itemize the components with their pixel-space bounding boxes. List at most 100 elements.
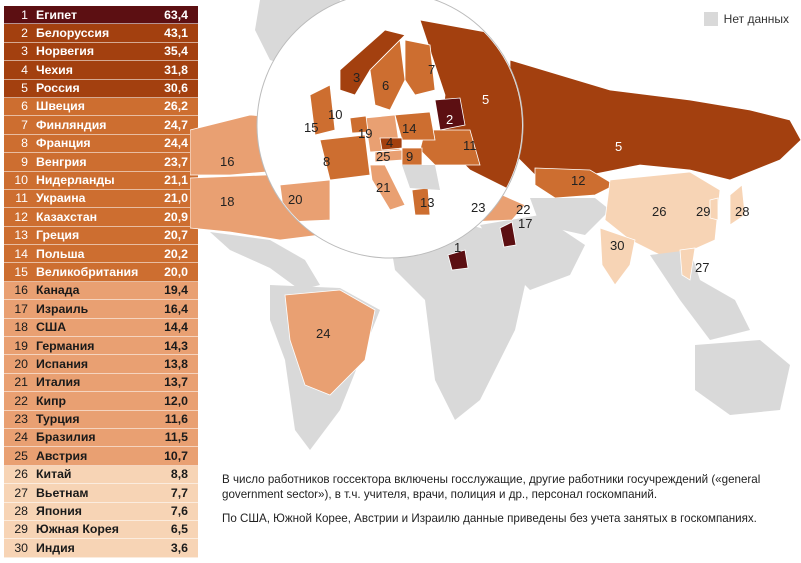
label-brazil: 24 [316, 326, 330, 341]
ranking-rank: 7 [21, 117, 28, 132]
map-labels: 16 18 24 20 1 17 22 23 5 12 26 30 27 29 … [220, 62, 749, 341]
ranking-country: Венгрия [36, 154, 87, 169]
map-australia [695, 340, 790, 415]
ranking-rank: 13 [14, 228, 28, 243]
ranking-country: Греция [36, 228, 80, 243]
map-russia [509, 59, 801, 181]
label-hungary: 9 [406, 149, 413, 164]
ranking-country: Бразилия [36, 430, 96, 445]
ranking-rank: 30 [14, 540, 28, 555]
map-egypt [447, 249, 469, 271]
ranking-country: Россия [36, 81, 80, 96]
ranking-country: США [36, 320, 67, 335]
ranking-value: 13,7 [164, 375, 188, 390]
label-vietnam: 27 [695, 260, 709, 275]
ranking-rank: 2 [21, 25, 28, 40]
footnotes: В число работников госсектора включены г… [222, 472, 792, 535]
label-india: 30 [610, 238, 624, 253]
ranking-rank: 17 [14, 301, 28, 316]
label-egypt: 1 [454, 240, 461, 255]
ranking-rank: 12 [14, 209, 28, 224]
label-germany: 19 [358, 126, 372, 141]
ranking-rank: 6 [21, 99, 28, 114]
ranking-rank: 3 [21, 44, 28, 59]
ranking-value: 21,1 [164, 173, 188, 188]
ranking-rank: 18 [14, 320, 28, 335]
ranking-rank: 15 [14, 264, 28, 279]
label-kazakhstan: 12 [571, 173, 585, 188]
map-korea [709, 197, 719, 221]
ranking-rank: 4 [21, 62, 28, 77]
world-map: 16 18 24 20 1 17 22 23 5 12 26 30 27 29 … [190, 0, 801, 450]
ranking-country: Австрия [36, 448, 88, 463]
ranking-country: Чехия [36, 62, 73, 77]
map-india [599, 227, 636, 286]
label-norway: 3 [353, 70, 360, 85]
map-vietnam [679, 247, 696, 281]
ranking-value: 20,2 [164, 246, 188, 261]
label-belarus: 2 [446, 112, 453, 127]
label-finland: 7 [428, 62, 435, 77]
ranking-country: Норвегия [36, 44, 94, 59]
map-mexico [210, 232, 320, 290]
label-israel: 17 [518, 216, 532, 231]
legend-label: Нет данных [723, 12, 789, 26]
ranking-value: 16,4 [164, 301, 188, 316]
ranking-rank: 26 [14, 467, 28, 482]
ranking-rank: 23 [14, 412, 28, 427]
ranking-country: Польша [36, 246, 85, 261]
ranking-rank: 24 [14, 430, 28, 445]
ranking-value: 20,7 [164, 228, 188, 243]
ranking-rank: 22 [14, 393, 28, 408]
ranking-value: 24,4 [164, 136, 188, 151]
ranking-value: 6,5 [170, 522, 188, 537]
ranking-country: Германия [36, 338, 95, 353]
ranking-value: 3,6 [170, 540, 188, 555]
ranking-value: 20,0 [164, 264, 188, 279]
ranking-country: Финляндия [36, 117, 107, 132]
ranking-country: Украина [36, 191, 86, 206]
inset-netherlands [349, 115, 369, 134]
no-data-swatch [703, 12, 718, 26]
ranking-rank: 29 [14, 522, 28, 537]
ranking-country: Белоруссия [36, 25, 110, 40]
ranking-country: Турция [36, 412, 80, 427]
map-kazakhstan [534, 167, 616, 199]
ranking-rank: 14 [14, 246, 28, 261]
ranking-value: 24,7 [164, 117, 188, 132]
inset-balkans [402, 165, 440, 190]
ranking-rank: 10 [14, 173, 28, 188]
ranking-value: 31,8 [164, 62, 188, 77]
inset-belarus [434, 97, 466, 131]
ranking-value: 19,4 [164, 283, 188, 298]
ranking-value: 21,0 [164, 191, 188, 206]
map-brazil [284, 289, 376, 396]
label-greece: 13 [420, 195, 434, 210]
ranking-rank: 21 [14, 375, 28, 390]
ranking-rank: 8 [21, 136, 28, 151]
label-cyprus: 22 [516, 202, 530, 217]
label-china: 26 [652, 204, 666, 219]
ranking-value: 26,2 [164, 99, 188, 114]
label-usa: 18 [220, 194, 234, 209]
label-italy: 21 [376, 180, 390, 195]
inset-france [319, 134, 371, 181]
label-france: 8 [323, 154, 330, 169]
label-japan: 28 [735, 204, 749, 219]
inset-russia [419, 19, 522, 201]
inset-sweden [369, 39, 406, 111]
